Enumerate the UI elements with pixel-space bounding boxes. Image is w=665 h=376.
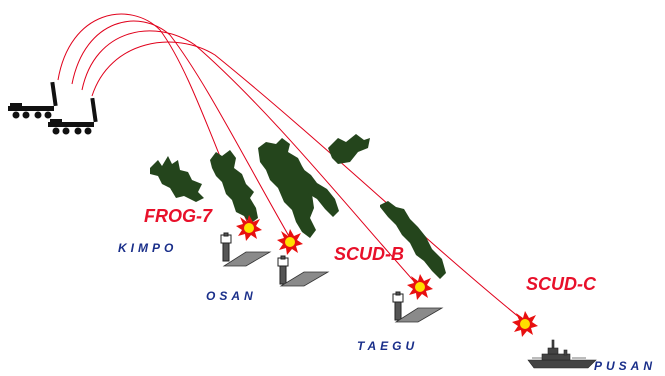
missile-launcher-icon [8,81,98,135]
runway-taegu [394,307,444,323]
ridge-5 [295,169,339,217]
target-label-taegu: TAEGU [357,339,418,353]
tower-taegu [392,291,404,321]
ridge-6 [380,201,446,279]
tower-kimpo [220,232,232,262]
tower-osan [277,255,289,285]
ridge-1 [150,156,204,202]
trajectory-osan [71,20,291,239]
missile-label-scudc: SCUD-C [526,274,597,294]
trajectory-frog7 [57,13,251,229]
warship-icon [527,339,597,369]
missile-label-scudb: SCUD-B [334,244,404,264]
mountain-ridge-icon [150,134,446,279]
trajectory-scudb [81,30,421,289]
missile-label-frog7: FROG-7 [144,206,213,226]
missile-labels: FROG-7 SCUD-B SCUD-C [144,206,597,294]
trajectory-scudc [91,41,526,323]
ridge-4 [328,134,370,164]
runway-icon [222,251,444,323]
ridge-3 [258,138,316,238]
control-tower-icon [220,232,404,321]
runway-osan [279,271,330,287]
runway-kimpo [222,251,272,267]
target-label-pusan: PUSAN [594,359,656,373]
explosion-icon [236,215,538,337]
target-label-osan: OSAN [206,289,257,303]
target-label-kimpo: KIMPO [118,241,177,255]
ridge-2 [210,150,258,224]
target-labels: KIMPO OSAN TAEGU PUSAN [118,241,656,373]
